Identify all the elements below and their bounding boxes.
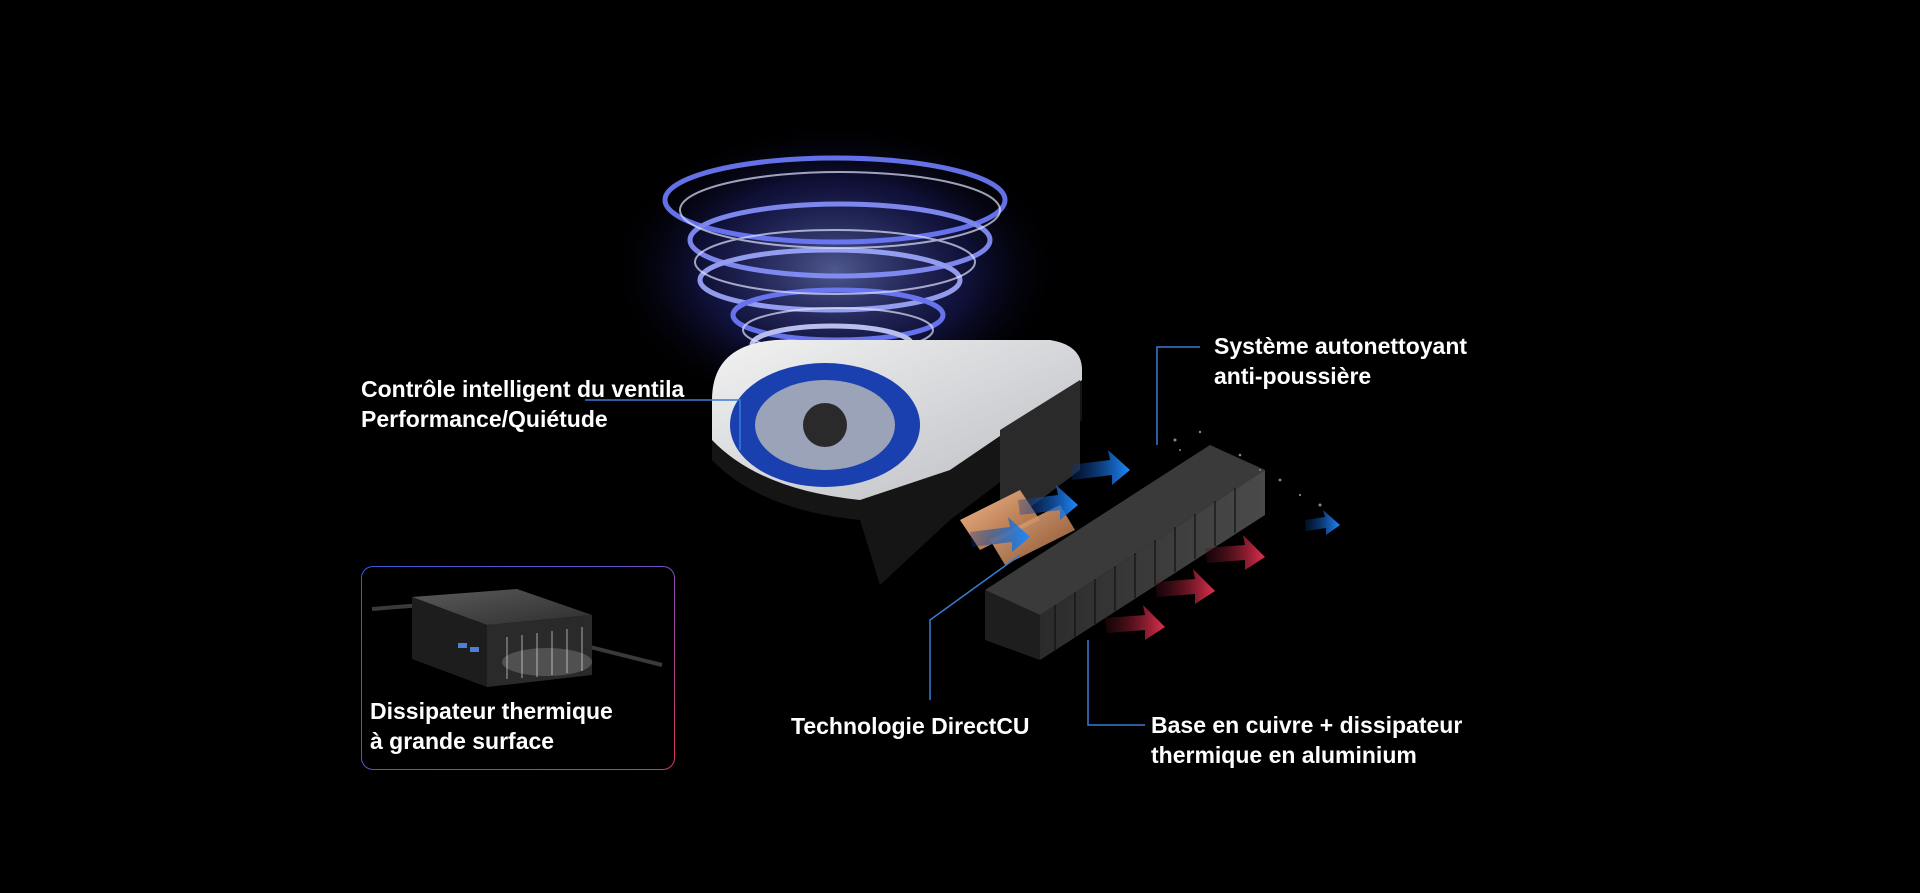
heatsink-icon [985, 445, 1265, 660]
fan-control-line2: Performance/Quiétude [361, 406, 608, 432]
copper-base-line1: Base en cuivre + dissipateur [1151, 712, 1463, 738]
arrow-right-icon [970, 517, 1030, 552]
copper-base-line2: thermique en aluminium [1151, 742, 1417, 768]
callout-lines [585, 346, 1200, 726]
cool-airflow-arrows [970, 450, 1340, 552]
directcu-line1: Technologie DirectCU [791, 713, 1030, 739]
copper-base-label: Base en cuivre + dissipateur thermique e… [1151, 710, 1462, 770]
callout-line-fan [585, 399, 741, 450]
large-heatsink-callout [361, 566, 675, 770]
fan-control-label: Contrôle intelligent du ventila Performa… [361, 374, 684, 434]
callout-line-dust [1156, 346, 1200, 445]
large-heatsink-line2: à grande surface [370, 728, 555, 754]
directcu-label: Technologie DirectCU [791, 711, 1030, 741]
arrow-right-icon [1018, 485, 1078, 520]
fan-control-line1: Contrôle intelligent du ventila [361, 376, 685, 402]
dust-system-label: Système autonettoyant anti-poussière [1214, 331, 1467, 391]
dust-system-line1: Système autonettoyant [1214, 333, 1468, 359]
arrow-right-icon [1205, 535, 1265, 570]
dust-system-line2: anti-poussière [1214, 363, 1372, 389]
arrow-right-icon [1155, 569, 1215, 604]
hot-airflow-arrows [1105, 535, 1265, 640]
arrow-right-icon [1105, 605, 1165, 640]
arrow-right-icon [1305, 510, 1340, 535]
mini-pc-icon [371, 589, 663, 687]
arrow-right-icon [1070, 450, 1130, 485]
dust-particles [1173, 430, 1322, 507]
large-heatsink-label: Dissipateur thermique à grande surface [370, 696, 613, 756]
large-heatsink-line1: Dissipateur thermique [370, 698, 613, 724]
fan-icon [712, 339, 1082, 585]
callout-line-copper [1087, 640, 1145, 726]
callout-line-directcu [929, 554, 1021, 700]
